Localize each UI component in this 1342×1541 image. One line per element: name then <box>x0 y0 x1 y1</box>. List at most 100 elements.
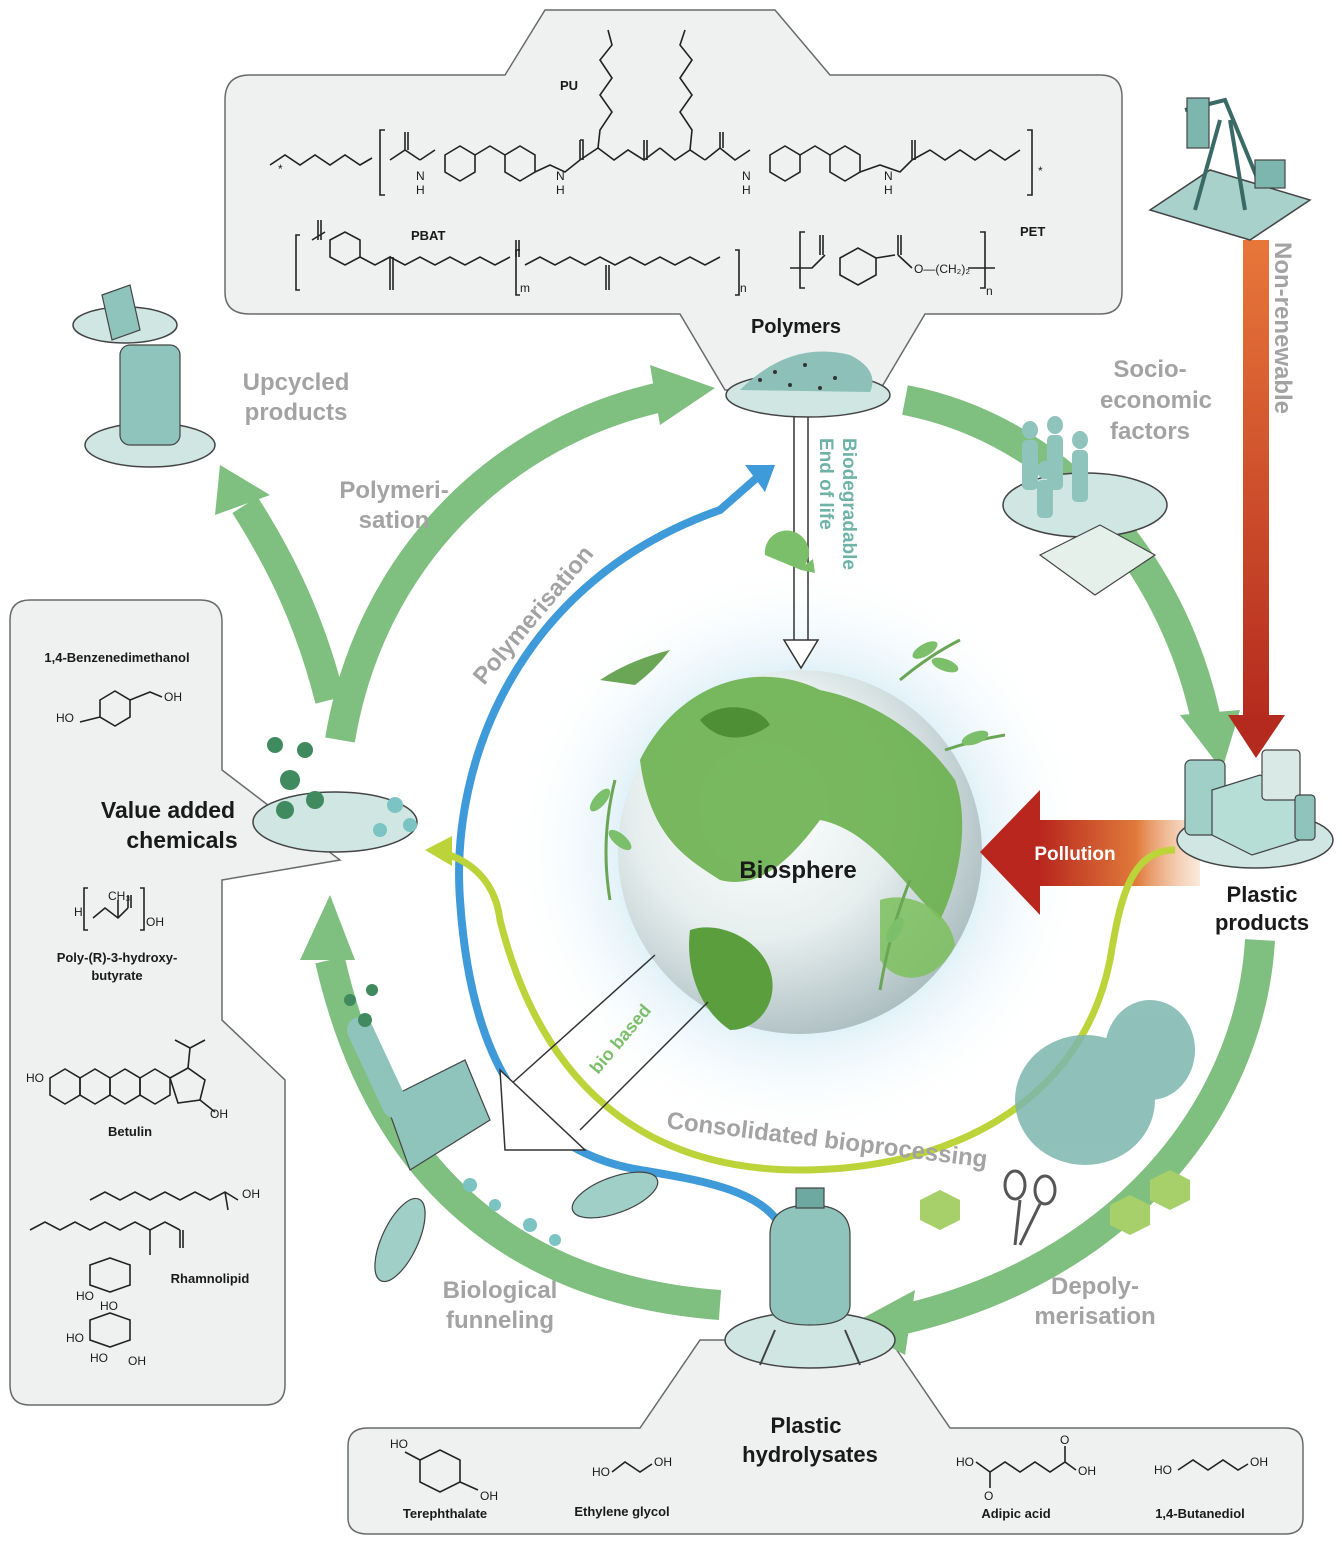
pu-n1: N <box>416 169 425 183</box>
arrow-chemicals-to-upcycled <box>232 496 345 704</box>
molecules-illustration <box>252 737 418 853</box>
node-upcycled-2: products <box>245 399 348 426</box>
pbat-n: n <box>740 281 747 295</box>
biosphere-title: Biosphere <box>739 857 856 884</box>
adipic-acid-label: Adipic acid <box>981 1506 1050 1521</box>
betulin-label: Betulin <box>108 1124 152 1139</box>
ethylene-glycol-label: Ethylene glycol <box>574 1504 669 1519</box>
process-socio-2: economic <box>1100 387 1212 414</box>
pu-h4: H <box>884 183 893 197</box>
tpa-oh: OH <box>480 1489 498 1503</box>
process-polymerisation-outer-2: sation <box>359 507 430 534</box>
pu-label: PU <box>560 78 578 93</box>
pu-h1: H <box>416 183 425 197</box>
pu-n2: N <box>556 169 565 183</box>
betulin-oh: OH <box>210 1107 228 1121</box>
biosphere-globe <box>510 562 1090 1142</box>
pet-n: n <box>986 284 993 298</box>
node-plastic-hydrolysates-2: hydrolysates <box>742 1442 878 1467</box>
node-plastic-products-2: products <box>1215 910 1309 935</box>
adipic-ho: HO <box>956 1455 974 1469</box>
node-value-added-1: Value added <box>101 797 235 823</box>
rhamnolipid-structure: OH HO HO HO HO OH <box>29 1187 260 1368</box>
end-of-life-arrow <box>764 410 820 670</box>
process-funneling-1: Biological <box>443 1277 558 1304</box>
pu-h2: H <box>556 183 565 197</box>
rhamno-oh2: OH <box>128 1354 146 1368</box>
pu-star-right: * <box>1038 164 1043 178</box>
hydrolysates-panel: HO OH HO OH HO OH O O HO OH Terephthalat… <box>347 1339 1304 1535</box>
process-depolymerisation-2: merisation <box>1034 1303 1155 1330</box>
node-polymers-label: Polymers <box>751 316 841 338</box>
bdo-oh: OH <box>1250 1455 1268 1469</box>
funnel-illustration <box>344 984 561 1246</box>
tpa-ho: HO <box>390 1437 408 1451</box>
betulin-ho: HO <box>26 1071 44 1085</box>
scissors-illustration <box>1003 1169 1057 1246</box>
polymers-platform <box>725 351 891 418</box>
node-plastic-hydrolysates-1: Plastic <box>771 1413 842 1438</box>
oil-pump-illustration <box>1148 97 1312 241</box>
pbat-label: PBAT <box>411 228 445 243</box>
eg-ho: HO <box>592 1465 610 1479</box>
non-renewable-arrow <box>1228 240 1285 758</box>
phb-ch3: CH₃ <box>108 889 130 903</box>
value-chemicals-panel: 1,4-Benzenedimethanol OH HO CH₃ H OH Pol… <box>9 599 342 1406</box>
benz-ho: HO <box>56 711 74 725</box>
phb-h: H <box>74 905 83 919</box>
process-polymerisation-outer-1: Polymeri- <box>339 477 448 504</box>
pet-chain: O—(CH₂)₂ <box>914 262 970 276</box>
phb-label-1: Poly-(R)-3-hydroxy- <box>57 950 178 965</box>
polymerisation-blue-arc <box>455 471 784 1228</box>
process-pollution: Pollution <box>1034 844 1115 865</box>
phb-oh: OH <box>146 915 164 929</box>
process-biodegradable: Biodegradable <box>838 438 859 570</box>
pu-n3: N <box>742 169 751 183</box>
rhamno-ho1: HO <box>76 1289 94 1303</box>
process-socio-1: Socio- <box>1113 356 1186 383</box>
pet-label: PET <box>1020 224 1045 239</box>
butanediol-label: 1,4-Butanediol <box>1155 1506 1245 1521</box>
phb-label-2: butyrate <box>91 968 142 983</box>
benzenedimethanol-label: 1,4-Benzenedimethanol <box>44 650 189 665</box>
rhamno-ho4: HO <box>90 1351 108 1365</box>
process-socio-3: factors <box>1110 418 1190 445</box>
pu-h3: H <box>742 183 751 197</box>
plastic-fragments-illustration <box>920 1170 1190 1235</box>
node-plastic-products-1: Plastic <box>1227 882 1298 907</box>
arrow-plastic-to-hydrolysates <box>896 939 1275 1335</box>
pbat-structure: m n <box>295 220 747 296</box>
leaf-decorations <box>589 638 1006 991</box>
upcycled-illustration <box>72 284 216 468</box>
process-non-renewable: Non-renewable <box>1269 242 1296 414</box>
node-upcycled-1: Upcycled <box>243 369 350 396</box>
pu-structure: * * N H N H N H N H <box>269 29 1043 197</box>
rhamno-ho3: HO <box>66 1331 84 1345</box>
bio-based-arrow <box>499 954 709 1151</box>
bioreactor-illustration <box>724 1187 896 1369</box>
adipic-oh: OH <box>1078 1464 1096 1478</box>
bdo-ho: HO <box>1154 1463 1172 1477</box>
people-money-illustration <box>1002 416 1168 596</box>
enzyme-illustration <box>1015 1000 1195 1165</box>
process-end-of-life: End of life <box>815 438 836 530</box>
pu-star-left: * <box>278 162 283 176</box>
polymer-structures-panel: PU PBAT PET * * N H N <box>224 9 1123 391</box>
rhamno-ho2: HO <box>100 1299 118 1313</box>
benz-oh: OH <box>164 690 182 704</box>
rhamnolipid-label: Rhamnolipid <box>171 1271 250 1286</box>
bacteria-illustration <box>374 1171 659 1283</box>
arrow-chemicals-to-polymers <box>325 380 674 743</box>
betulin-structure: HO OH <box>26 1039 228 1121</box>
rhamno-oh1: OH <box>242 1187 260 1201</box>
process-depolymerisation-1: Depoly- <box>1051 1273 1139 1300</box>
node-value-added-2: chemicals <box>126 827 237 853</box>
consolidated-yellow-arc <box>439 846 1176 1174</box>
process-funneling-2: funneling <box>446 1307 554 1334</box>
adipic-o1: O <box>984 1489 993 1503</box>
pbat-m: m <box>520 281 530 295</box>
outer-cycle-heads <box>215 365 1240 1355</box>
plastic-products-illustration <box>1176 749 1334 869</box>
